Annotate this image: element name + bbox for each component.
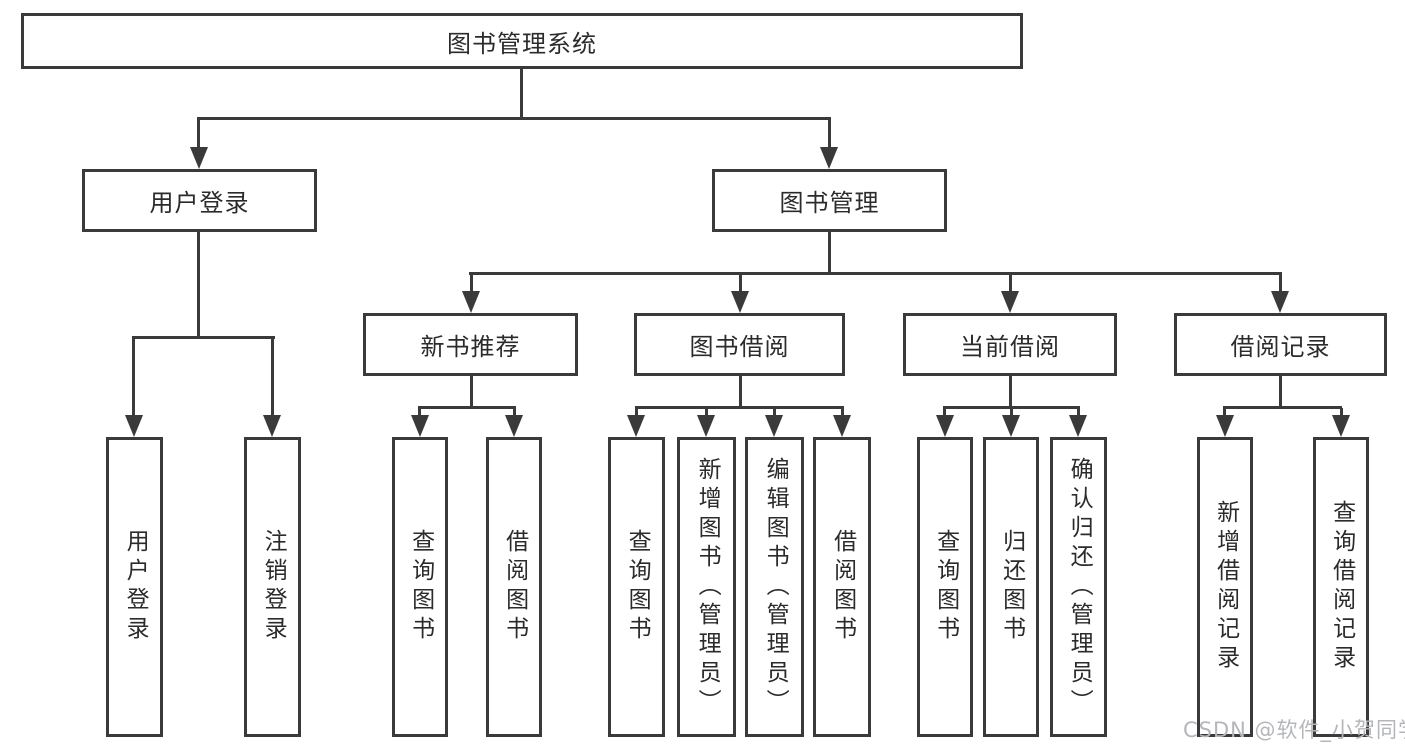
leaf-add-books-admin: 新增图书（管理员） [677,437,736,737]
connector-book-down [828,232,831,275]
arrowhead-to-logout-leaf [263,415,281,437]
arrowhead-to-borrow-records [1271,291,1289,313]
arrowhead-g3-leaf0 [1216,415,1234,437]
node-new-book-recommend: 新书推荐 [363,313,578,376]
arrowhead-g0-leaf0 [411,415,429,437]
arrowhead-g2-leaf0 [936,415,954,437]
node-user-login: 用户登录 [82,169,317,232]
connector-user-stem [197,119,200,149]
arrowhead-g1-leaf0 [627,415,645,437]
node-book-mgmt: 图书管理 [712,169,947,232]
leaf-query-borrow-record: 查询借阅记录 [1313,437,1369,737]
connector-g2-leaf0-stem [943,408,946,417]
connector-user-leaf2-stem [271,338,274,417]
connector-user-hline [132,336,275,339]
connector-group0-stem [470,274,473,292]
connector-g2-leaf2-stem [1077,408,1080,417]
connector-group2-stem [1009,274,1012,292]
leaf-borrow-books-2: 借阅图书 [813,437,871,737]
leaf-query-books-3: 查询图书 [917,437,973,737]
connector-g1-leaf0-stem [635,408,638,417]
leaf-logout: 注销登录 [244,437,301,737]
arrowhead-to-new-books [462,291,480,313]
leaf-borrow-books-1: 借阅图书 [486,437,542,737]
connector-g0-leaf1-stem [513,408,516,417]
arrowhead-g3-leaf1 [1332,415,1350,437]
connector-g1-leaf2-stem [773,408,776,417]
connector-g0-hline [418,406,516,409]
connector-book-hline [469,272,1282,275]
arrowhead-to-user-login [190,147,208,169]
connector-g3-down [1279,376,1282,409]
leaf-query-books-2: 查询图书 [608,437,665,737]
arrowhead-to-book-mgmt [820,147,838,169]
connector-user-down [197,232,200,339]
connector-g2-hline [943,406,1080,409]
arrowhead-g2-leaf1 [1002,415,1020,437]
connector-g1-hline [635,406,844,409]
connector-root-stem [520,69,523,119]
leaf-return-books: 归还图书 [983,437,1039,737]
connector-g1-leaf1-stem [705,408,708,417]
connector-g0-down [470,376,473,409]
connector-g2-down [1009,376,1012,409]
connector-g1-down [739,376,742,409]
arrowhead-g1-leaf1 [697,415,715,437]
arrowhead-g0-leaf1 [505,415,523,437]
node-book-borrow: 图书借阅 [634,313,845,376]
leaf-query-books-1: 查询图书 [392,437,448,737]
arrowhead-to-current-borrow [1001,291,1019,313]
connector-group1-stem [739,274,742,292]
connector-g3-leaf0-stem [1223,408,1226,417]
leaf-user-login: 用户登录 [106,437,163,737]
connector-g2-leaf1-stem [1010,408,1013,417]
connector-g1-leaf3-stem [841,408,844,417]
arrowhead-g1-leaf3 [833,415,851,437]
arrowhead-g2-leaf2 [1069,415,1087,437]
node-library-system: 图书管理系统 [21,13,1023,69]
arrowhead-to-user-login-leaf [125,415,143,437]
connector-g3-hline [1223,406,1342,409]
connector-root-hline [197,117,831,120]
connector-g3-leaf1-stem [1340,408,1343,417]
node-borrow-records: 借阅记录 [1174,313,1387,376]
arrowhead-g1-leaf2 [765,415,783,437]
leaf-confirm-return-admin: 确认归还（管理员） [1050,437,1107,737]
connector-user-leaf1-stem [132,338,135,417]
node-current-borrow: 当前借阅 [903,313,1117,376]
leaf-add-borrow-record: 新增借阅记录 [1197,437,1253,737]
arrowhead-to-book-borrow [731,291,749,313]
leaf-edit-books-admin: 编辑图书（管理员） [745,437,804,737]
connector-book-stem [828,119,831,149]
connector-group3-stem [1279,274,1282,292]
csdn-watermark: CSDN @软件_小贺同学 [1183,718,1405,742]
connector-g0-leaf0-stem [418,408,421,417]
